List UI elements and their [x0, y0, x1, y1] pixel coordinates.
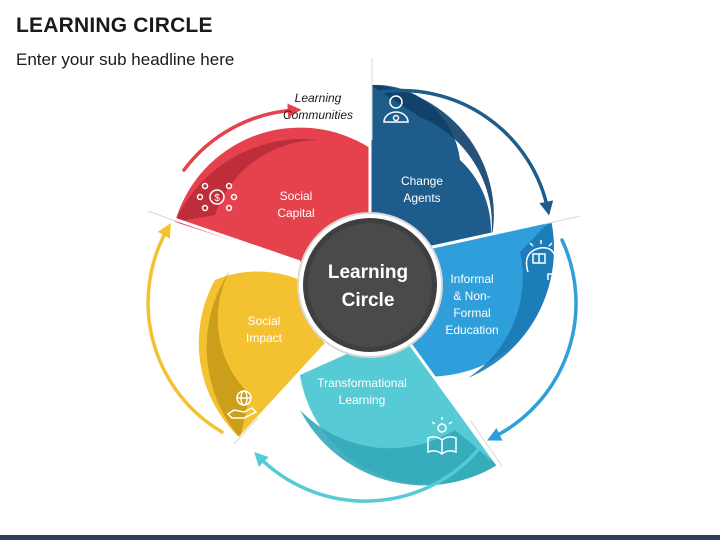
segment-social-impact-label-2: Impact — [246, 331, 283, 345]
segment-change-agents-body — [370, 84, 491, 250]
segment-informal-education-label-4: Education — [445, 323, 498, 337]
arrow-informal-education — [486, 238, 578, 441]
arrow-transformational-learning — [254, 448, 480, 503]
footer-bar — [0, 535, 720, 540]
learning-communities-label-2: Communities — [283, 108, 353, 122]
learning-communities-label-1: Learning — [295, 91, 342, 105]
globe-hand-icon — [226, 390, 258, 419]
segment-change-agents-label-2: Agents — [403, 191, 440, 205]
segment-social-capital-body — [175, 127, 370, 262]
cycle-arrows — [146, 88, 578, 503]
page-title: LEARNING CIRCLE — [16, 14, 213, 37]
segment-change-agents-label-1: Change — [401, 174, 443, 188]
arrow-social-impact — [146, 223, 224, 434]
segment-social-capital-label-1: Social — [280, 189, 313, 203]
segment-social-capital-label-2: Capital — [277, 206, 314, 220]
center-title-line-1: Learning — [328, 262, 408, 283]
segment-social-impact-label-1: Social — [248, 314, 281, 328]
arrow-change-agents — [378, 88, 554, 216]
svg-text:$: $ — [214, 193, 220, 204]
segment-informal-education-label-2: & Non- — [453, 289, 490, 303]
segment-informal-education-label-1: Informal — [450, 272, 493, 286]
segment-change-agents-curl — [370, 85, 494, 250]
segment-social-impact-curl — [206, 270, 250, 438]
segment-divider-shadows — [147, 58, 581, 467]
head-book-icon — [525, 240, 562, 280]
page-subtitle: Enter your sub headline here — [16, 50, 235, 69]
person-icon — [383, 95, 409, 123]
segment-transformational-learning-label-1: Transformational — [317, 376, 407, 390]
center-title-line-2: Circle — [342, 290, 395, 311]
book-bulb-icon — [427, 417, 457, 455]
arrow-social-capital — [182, 103, 302, 172]
segment-transformational-learning-label-2: Learning — [339, 393, 386, 407]
money-network-icon: $ — [196, 182, 238, 212]
segment-transformational-learning-curl — [300, 410, 497, 486]
segment-informal-education-label-3: Formal — [453, 306, 490, 320]
